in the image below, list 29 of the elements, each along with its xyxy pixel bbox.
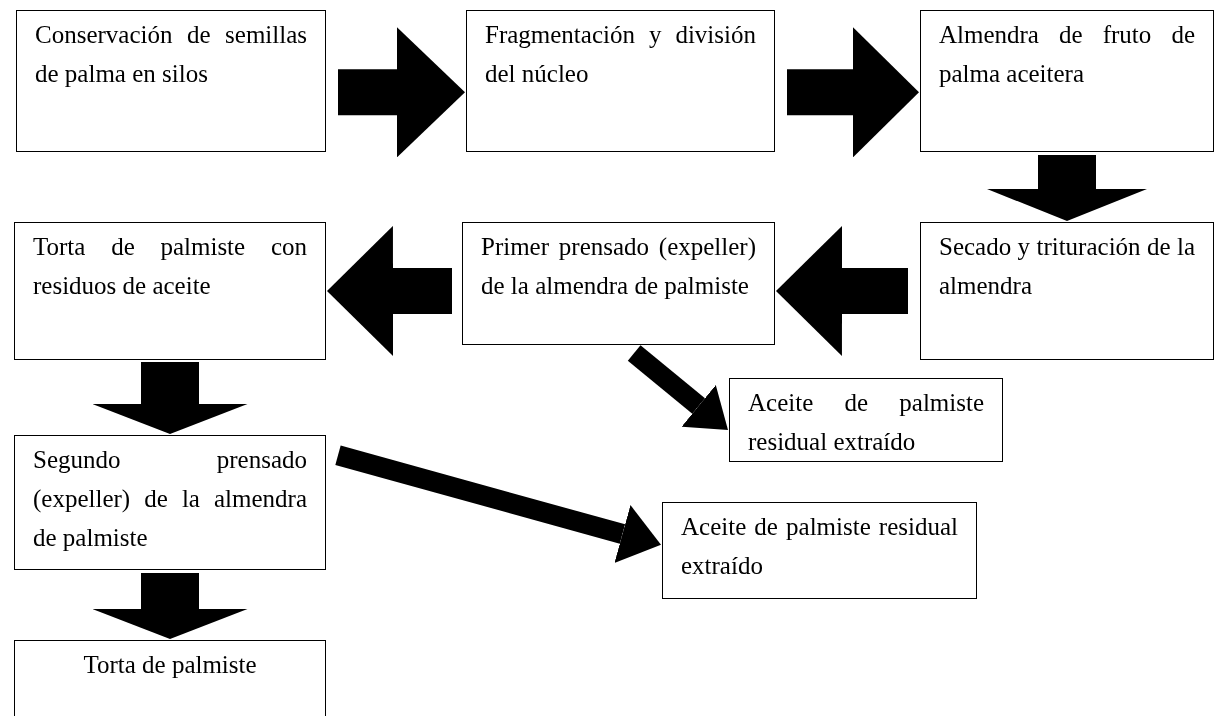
process-box xyxy=(14,640,326,716)
block-arrow xyxy=(92,573,248,639)
block-arrow xyxy=(338,27,465,158)
block-arrow xyxy=(987,155,1147,221)
block-arrow xyxy=(787,27,919,158)
process-box xyxy=(920,222,1214,360)
process-box xyxy=(729,378,1003,462)
step-text: Almendra de fruto de palma aceitera xyxy=(939,20,1195,89)
process-box xyxy=(662,502,977,599)
block-arrow xyxy=(335,445,661,563)
step-text: Primer prensado (expeller) de la almendra de palmiste xyxy=(481,232,756,301)
block-arrow xyxy=(627,345,728,431)
process-box xyxy=(462,222,775,345)
process-box xyxy=(466,10,775,152)
step-text: Segundo prensado (expeller) de la almendra de palmiste xyxy=(33,445,307,553)
step-text: Torta de palmiste con residuos de aceite xyxy=(33,232,307,301)
block-arrow xyxy=(92,362,248,434)
step-text: Conservación de semillas de palma en silos xyxy=(35,20,307,89)
step-text: Fragmentación y división del núcleo xyxy=(485,20,756,89)
process-box xyxy=(14,222,326,360)
step-text: Torta de palmiste xyxy=(82,650,258,680)
block-arrow xyxy=(776,225,908,356)
block-arrow xyxy=(327,225,452,356)
step-text: Secado y trituración de la almendra xyxy=(939,232,1195,301)
step-text: Aceite de palmiste residual extraído xyxy=(748,388,984,457)
step-text: Aceite de palmiste residual extraído xyxy=(681,512,958,581)
process-box xyxy=(920,10,1214,152)
process-box xyxy=(16,10,326,152)
process-box xyxy=(14,435,326,570)
